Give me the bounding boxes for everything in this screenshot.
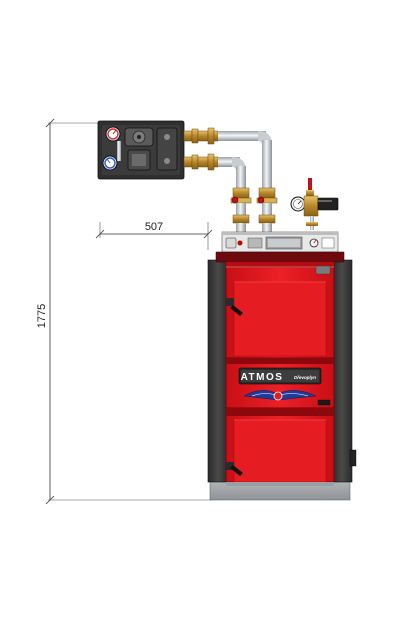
circulation-pump: [124, 127, 154, 147]
thermometer-gauge-top: [105, 126, 121, 142]
upper-door-hinge-icon: [226, 298, 234, 306]
height-dimension: 1775: [36, 118, 212, 505]
boiler-side-left: [207, 259, 229, 483]
brand-logo: ATMOS: [241, 372, 284, 383]
boiler-side-right: [331, 259, 353, 483]
control-panel: [221, 231, 339, 253]
boiler: ATMOS Dřevoplyn: [207, 231, 357, 501]
winged-emblem-icon: [243, 390, 317, 401]
upper-door-handle-icon: [230, 305, 243, 316]
brand-panel: ATMOS Dřevoplyn: [225, 357, 335, 409]
upper-door: [225, 261, 335, 359]
width-dimension-label: 507: [145, 221, 163, 233]
lower-door: [225, 407, 335, 483]
brass-fittings: [183, 127, 219, 171]
width-dimension: 507: [95, 221, 213, 250]
valve-left: [230, 187, 252, 233]
thermometer-gauge-bottom: [102, 155, 118, 171]
model-tag: Dřevoplyn: [294, 375, 316, 380]
safety-group: [290, 178, 339, 230]
valve-right: [256, 187, 278, 233]
lower-door-handle-icon: [230, 465, 243, 476]
pump-group-module: [97, 120, 185, 180]
mixing-valve: [127, 149, 151, 171]
control-switch-icon: [225, 237, 237, 249]
connecting-pipes: [218, 131, 272, 190]
pressure-gauge: [290, 196, 306, 212]
height-dimension-label: 1775: [36, 304, 48, 328]
flue-damper-lever-icon: [315, 265, 331, 275]
lower-door-hinge-icon: [226, 462, 234, 470]
